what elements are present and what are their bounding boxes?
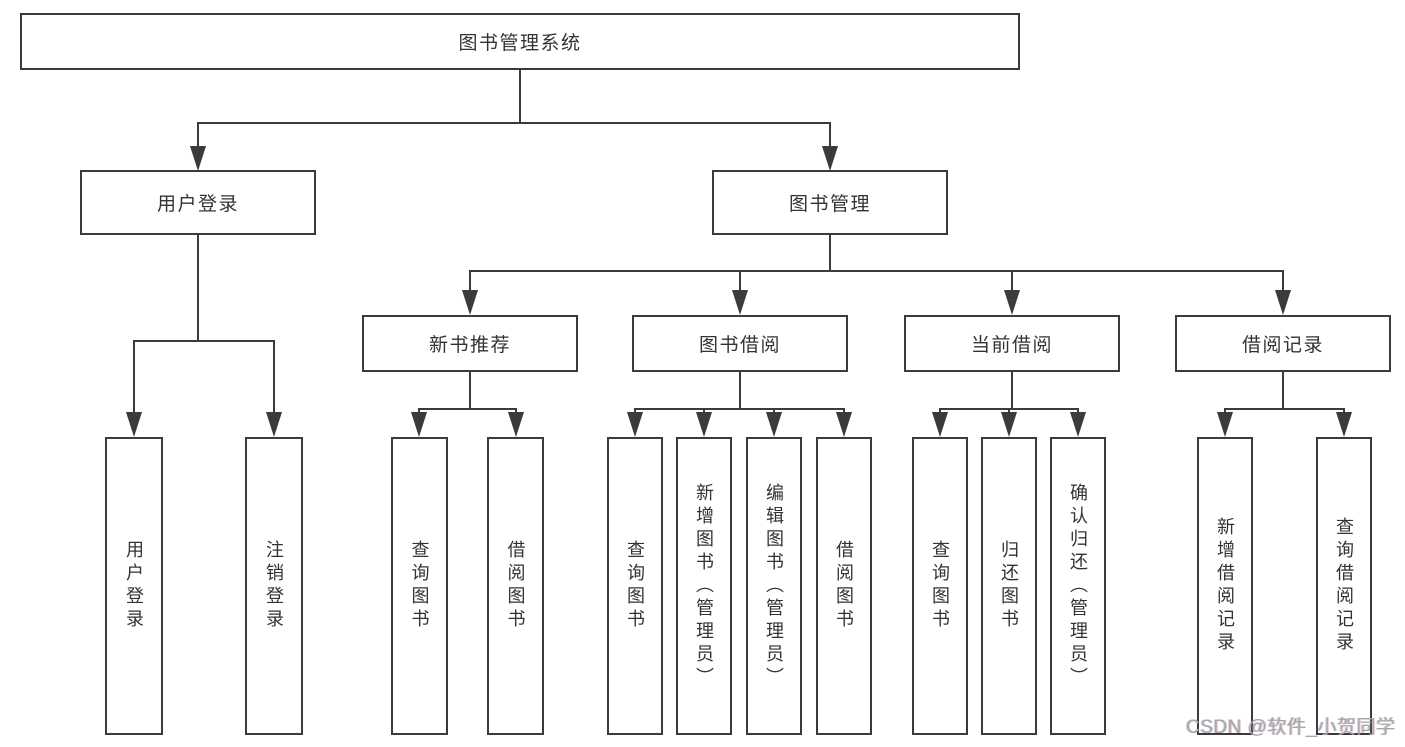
leaf-logout-label: 注销登录: [264, 540, 284, 632]
leaf-records-query-record: 查询借阅记录: [1316, 437, 1372, 735]
connector-line: [739, 270, 741, 292]
connector-line: [133, 340, 135, 413]
connector-arrowhead: [932, 412, 948, 437]
leaf-records-add-record: 新增借阅记录: [1197, 437, 1253, 735]
leaf-borrow-edit-books-admin: 编辑图书（管理员）: [746, 437, 802, 735]
connector-line: [418, 408, 517, 410]
leaf-current-confirm-return-admin-label: 确认归还（管理员）: [1068, 482, 1088, 690]
leaf-recommend-borrow-books: 借阅图书: [487, 437, 544, 735]
node-current-borrow: 当前借阅: [904, 315, 1120, 372]
connector-arrowhead: [508, 412, 524, 437]
connector-line: [634, 408, 845, 410]
connector-line: [273, 340, 275, 413]
node-root-label: 图书管理系统: [458, 33, 582, 54]
node-new-book-recommend-label: 新书推荐: [428, 335, 511, 356]
node-user-login-label: 用户登录: [156, 194, 239, 215]
leaf-borrow-query-books: 查询图书: [607, 437, 663, 735]
connector-arrowhead: [1336, 412, 1352, 437]
leaf-user-login: 用户登录: [105, 437, 163, 735]
connector-arrowhead: [411, 412, 427, 437]
connector-line: [519, 70, 521, 122]
connector-line: [1224, 408, 1345, 410]
leaf-records-query-record-label: 查询借阅记录: [1334, 517, 1354, 655]
node-book-borrow-label: 图书借阅: [698, 335, 781, 356]
leaf-recommend-borrow-books-label: 借阅图书: [505, 540, 526, 632]
leaf-current-return-books-label: 归还图书: [999, 540, 1019, 632]
leaf-borrow-add-books-admin: 新增图书（管理员）: [676, 437, 732, 735]
connector-line: [1011, 372, 1013, 408]
leaf-records-add-record-label: 新增借阅记录: [1215, 517, 1235, 655]
leaf-user-login-label: 用户登录: [124, 540, 144, 632]
connector-line: [133, 340, 275, 342]
csdn-watermark: CSDN @软件_小贺同学: [1186, 717, 1396, 738]
connector-arrowhead: [1001, 412, 1017, 437]
connector-arrowhead: [822, 146, 838, 171]
connector-arrowhead: [1070, 412, 1086, 437]
connector-line: [1282, 372, 1284, 408]
node-book-mgmt: 图书管理: [712, 170, 948, 235]
node-new-book-recommend: 新书推荐: [362, 315, 578, 372]
leaf-borrow-borrow-books: 借阅图书: [816, 437, 872, 735]
node-borrow-records-label: 借阅记录: [1241, 335, 1324, 356]
connector-arrowhead: [126, 412, 142, 437]
leaf-current-confirm-return-admin: 确认归还（管理员）: [1050, 437, 1106, 735]
node-borrow-records: 借阅记录: [1175, 315, 1391, 372]
connector-arrowhead: [627, 412, 643, 437]
node-book-mgmt-label: 图书管理: [788, 194, 871, 215]
leaf-current-return-books: 归还图书: [981, 437, 1037, 735]
connector-line: [469, 270, 471, 292]
connector-line: [829, 122, 831, 148]
connector-line: [197, 122, 199, 148]
leaf-borrow-add-books-admin-label: 新增图书（管理员）: [694, 482, 714, 690]
node-book-borrow: 图书借阅: [632, 315, 848, 372]
connector-line: [829, 235, 831, 270]
connector-arrowhead: [462, 290, 478, 315]
leaf-recommend-query-books: 查询图书: [391, 437, 448, 735]
connector-arrowhead: [266, 412, 282, 437]
leaf-borrow-query-books-label: 查询图书: [625, 540, 645, 632]
connector-line: [1011, 270, 1013, 292]
connector-arrowhead: [1217, 412, 1233, 437]
node-current-borrow-label: 当前借阅: [970, 335, 1053, 356]
connector-line: [739, 372, 741, 408]
connector-arrowhead: [766, 412, 782, 437]
connector-line: [1282, 270, 1284, 292]
connector-arrowhead: [836, 412, 852, 437]
leaf-recommend-query-books-label: 查询图书: [409, 540, 430, 632]
leaf-logout: 注销登录: [245, 437, 303, 735]
connector-arrowhead: [1004, 290, 1020, 315]
node-root: 图书管理系统: [20, 13, 1020, 70]
node-user-login: 用户登录: [80, 170, 316, 235]
leaf-current-query-books: 查询图书: [912, 437, 968, 735]
connector-arrowhead: [190, 146, 206, 171]
leaf-current-query-books-label: 查询图书: [930, 540, 950, 632]
connector-line: [197, 235, 199, 340]
leaf-borrow-edit-books-admin-label: 编辑图书（管理员）: [764, 482, 784, 690]
connector-line: [469, 372, 471, 408]
connector-line: [469, 270, 1283, 272]
connector-line: [197, 122, 831, 124]
connector-arrowhead: [696, 412, 712, 437]
leaf-borrow-borrow-books-label: 借阅图书: [834, 540, 854, 632]
connector-arrowhead: [1275, 290, 1291, 315]
connector-arrowhead: [732, 290, 748, 315]
